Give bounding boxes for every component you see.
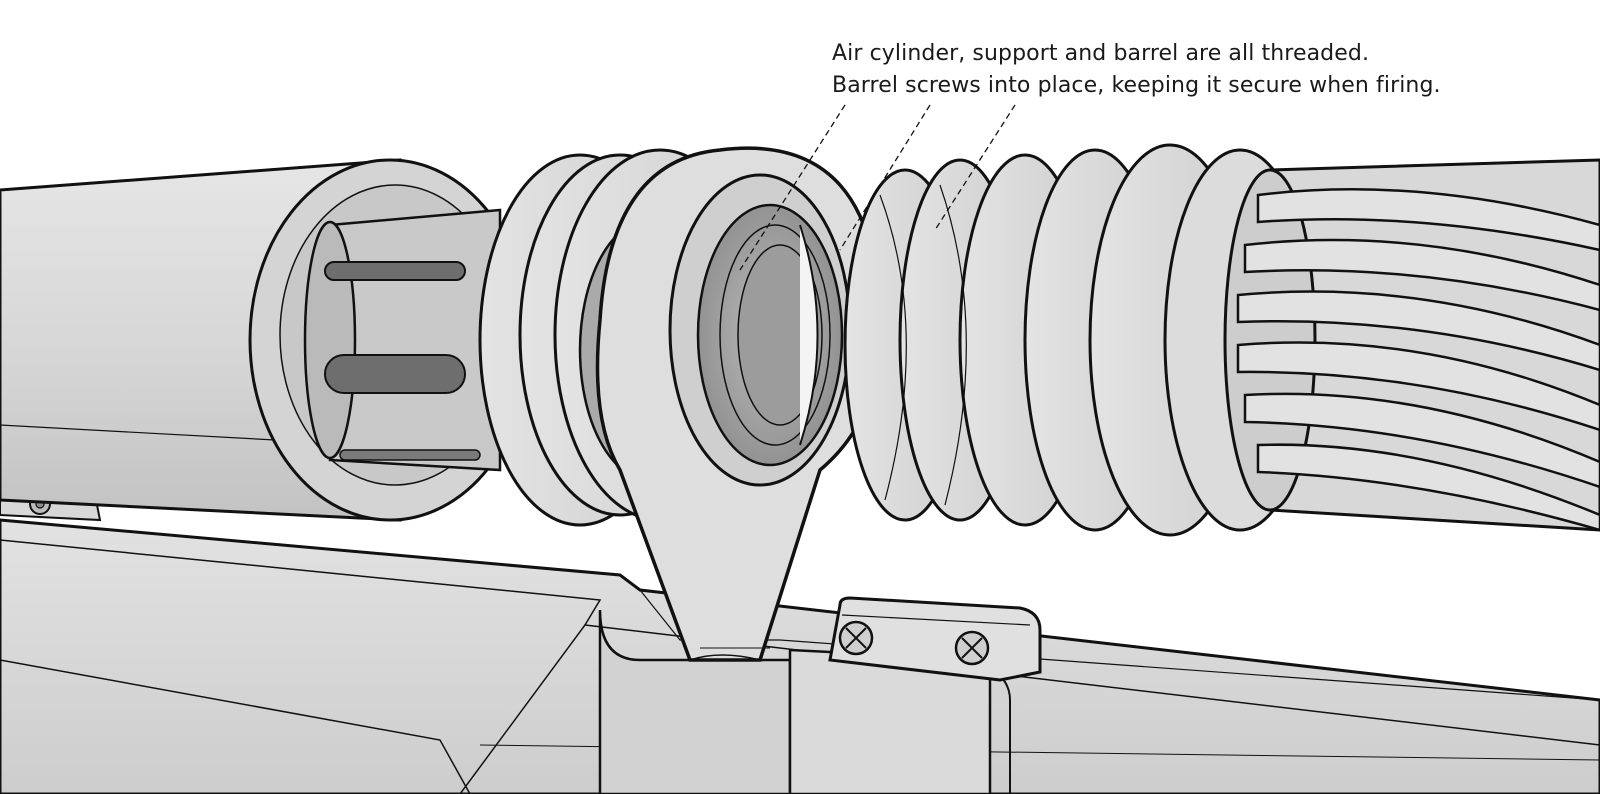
callout-leaders — [739, 104, 1016, 271]
support-mount — [595, 146, 882, 662]
callout-caption: Air cylinder, support and barrel are all… — [832, 38, 1572, 102]
screw-head — [838, 620, 874, 656]
rifled-barrel — [1223, 158, 1600, 532]
caption-line-2: Barrel screws into place, keeping it sec… — [832, 73, 1441, 98]
air-cylinder — [0, 158, 532, 522]
caption-line-1: Air cylinder, support and barrel are all… — [832, 41, 1370, 66]
clamp-block — [828, 596, 1042, 682]
screw-head — [954, 630, 990, 666]
